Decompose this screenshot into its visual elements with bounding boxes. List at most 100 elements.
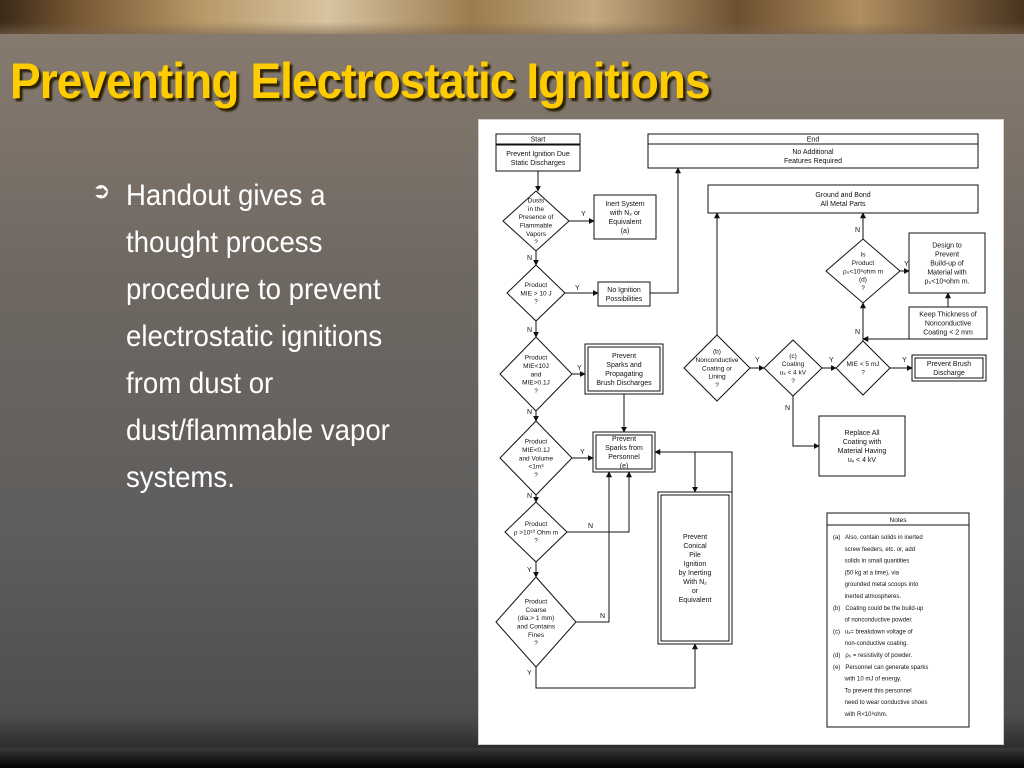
node-text: All Metal Parts [820,201,866,208]
node-text: ? [861,369,865,376]
node-text: Lining [708,374,726,381]
node-text: Ignition [684,561,707,568]
notes-line: To prevent this personnel [833,688,912,694]
node-text: Static Discharges [511,160,566,167]
node-text: Material with [927,269,966,276]
node-text: Product [852,260,875,267]
branch-label: Y [527,567,532,574]
branch-label: Y [527,670,532,677]
node-text: Product [525,439,548,446]
notes-line: screw feeders, etc. or, add [833,547,915,553]
notes-line: inerted atmospheres. [833,594,901,600]
node-text: Prevent Ignition Due [506,151,570,158]
slide-title: Preventing Electrostatic Ignitions [10,53,711,109]
notes-line: solids in small quantities [833,559,909,565]
node-text: Material Having [838,448,887,455]
node-text: ? [534,299,538,306]
bullet-text: Handout gives a thought process procedur… [126,179,390,494]
node-text: MIE<0.1J [522,447,550,454]
notes-title: Notes [890,517,908,524]
node-text: Replace All [844,430,879,437]
node-text: With N₂ [683,579,707,586]
node-text: ? [534,640,538,647]
node-text: ? [715,382,719,389]
node-text: Dusts [528,197,545,204]
node-text: MIE>0.1J [522,380,550,387]
node-text: Personnel [608,454,640,461]
branch-label: Y [902,357,907,364]
notes-line: grounded metal scoops into [833,582,919,588]
box-start: Start [495,133,581,145]
node-text: (c) [789,353,797,360]
node-text: Start [531,136,546,143]
node-text: Equivalent [679,597,712,604]
node-text: Possibilities [606,296,643,303]
notes-box: Notes (a) Also, contain solids in inerted… [826,512,970,728]
branch-label: N [527,409,532,416]
node-text: Discharge [933,370,965,377]
node-text: in the [528,206,544,213]
node-text: and [531,371,542,378]
node-text: ? [534,538,538,545]
node-text: (b) [713,349,721,356]
node-text: Product [525,282,548,289]
node-text: Vapors [526,231,547,238]
node-text: Propagating [605,371,643,378]
node-text: End [807,136,820,143]
node-text: No Additional [792,149,834,156]
node-text: Build-up of [930,260,964,267]
notes-line: non-conductive coating. [833,641,908,647]
node-text: Sparks and [606,362,642,369]
notes-line: (50 kg at a time), via [833,570,900,576]
node-text: (dia.> 1 mm) [518,615,555,622]
top-texture-band [0,0,1024,34]
flow-arrow [535,643,698,689]
branch-label: Y [581,211,586,218]
notes-line: (d) ρ₀ = resistivity of powder. [833,653,912,659]
node-text: Prevent [683,534,707,541]
node-text: ? [534,239,538,246]
notes-line: (a) Also, contain solids in inerted [833,535,923,541]
decision-dmie5: MIE < 5 mJ? [835,340,891,396]
notes-line: (e) Personnel can generate sparks [833,665,928,671]
node-text: Ground and Bond [815,192,870,199]
branch-label: Y [577,365,582,372]
branch-label: N [855,227,860,234]
node-text: Is [860,252,866,259]
flow-arrow [650,167,681,294]
node-text: Presence of [519,214,554,221]
node-text: and Contains [517,623,556,630]
node-text: Prevent [612,436,636,443]
bullet-list: ➲ Handout gives a thought process proced… [92,172,392,501]
node-text: Product [525,521,548,528]
node-text: Prevent [935,251,959,258]
branch-label: N [527,255,532,262]
branch-label: N [855,329,860,336]
node-text: ρ₀<10⁶ohm m [843,268,883,275]
notes-line: need to wear conductive shoes [833,700,927,706]
node-text: Pile [689,552,701,559]
node-text: ρ >10¹⁰ Ohm m [514,528,558,536]
node-text: Features Required [784,158,842,165]
node-text: Coating or [702,365,733,372]
node-text: (d) [859,277,867,284]
flow-arrow [654,449,733,492]
branch-label: Y [904,261,909,268]
